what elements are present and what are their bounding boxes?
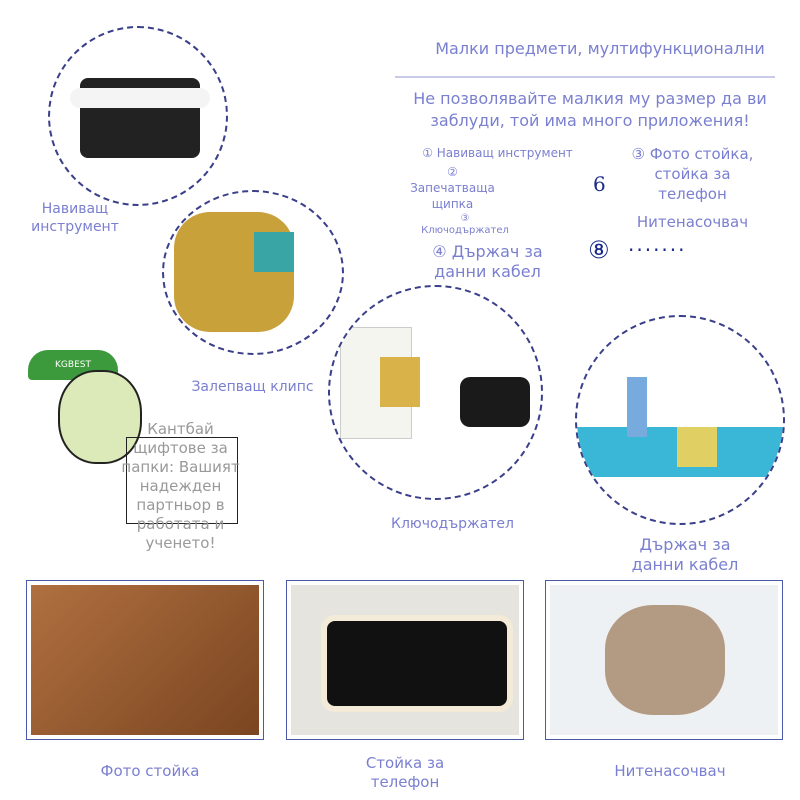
- divider: [395, 76, 775, 78]
- feature-5: ③ Фото стойка, стойка за телефон: [631, 145, 754, 203]
- feature-7: Нитенасочвач: [636, 213, 749, 231]
- thread-photo: [545, 580, 783, 740]
- seal-photo: [162, 190, 344, 355]
- header-subtitle: Не позволявайте малкия му размер да ви з…: [413, 89, 767, 130]
- photo-stand-label: Фото стойка: [100, 762, 200, 780]
- feature-6: 6: [593, 172, 606, 196]
- cable-label: Държач за данни кабел: [631, 535, 739, 574]
- feature-3: ③ Ключодържател: [421, 213, 509, 236]
- mascot: KGBEST: [18, 320, 178, 530]
- feature-4: ④ Държач за данни кабел: [432, 242, 543, 281]
- keychain-label: Ключодържател: [391, 516, 514, 532]
- phone-stand-photo: [286, 580, 524, 740]
- feature-2: ② Запечатваща щипка: [410, 165, 495, 211]
- feature-8: ⑧: [588, 236, 610, 264]
- feature-1: ① Навиващ инструмент: [422, 146, 573, 160]
- phone-stand-label: Стойка за телефон: [365, 754, 445, 791]
- mascot-slogan: Кантбай щифтове за папки: Вашият надежде…: [121, 420, 240, 552]
- seal-label: Залепващ клипс: [191, 379, 314, 395]
- photo-stand-photo: [26, 580, 264, 740]
- header-title: Малки предмети, мултифункционални: [435, 39, 765, 58]
- winder-photo: [48, 26, 228, 206]
- mascot-brand: KGBEST: [28, 350, 118, 380]
- thread-label: Нитенасочвач: [614, 762, 726, 780]
- winder-label: Навиващ инструмент: [31, 201, 119, 235]
- slogan-box: [126, 437, 238, 524]
- keychain-photo: [328, 285, 543, 500]
- feature-dots: ·······: [628, 238, 687, 262]
- cable-photo: [575, 315, 785, 525]
